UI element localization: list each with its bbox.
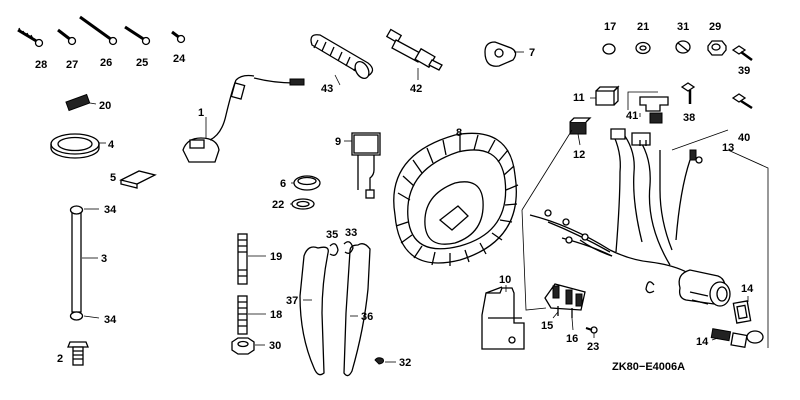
shaft-3 <box>69 205 100 321</box>
callout-27: 27 <box>66 59 78 71</box>
flywheel-8 <box>393 132 519 266</box>
callout-42: 42 <box>410 83 422 95</box>
bolt-38 <box>680 82 696 104</box>
clip-5 <box>119 170 157 189</box>
tube-37 <box>299 246 329 376</box>
callout-13: 13 <box>722 142 734 154</box>
washer-21 <box>635 41 651 55</box>
callout-3: 3 <box>101 253 107 265</box>
callout-35: 35 <box>326 229 338 241</box>
stud-18 <box>237 295 266 335</box>
bolt-39 <box>731 45 753 62</box>
clip-32 <box>374 357 396 365</box>
callout-2: 2 <box>57 353 63 365</box>
screw-25 <box>124 25 151 46</box>
wire-harness-13 <box>529 128 706 294</box>
cap-6 <box>291 175 321 191</box>
callout-31: 31 <box>677 21 689 33</box>
callout-20: 20 <box>99 100 111 112</box>
pulser-coil-1 <box>182 74 305 163</box>
grip-43 <box>310 34 374 86</box>
coil-9 <box>344 132 381 199</box>
switch-15-16 <box>544 283 586 331</box>
callout-41: 41 <box>626 110 638 122</box>
callout-18: 18 <box>270 309 282 321</box>
callout-23: 23 <box>587 341 599 353</box>
washer-31 <box>675 40 691 54</box>
nut-29 <box>707 40 727 56</box>
screw-24 <box>171 30 186 44</box>
tube-36 <box>343 243 371 377</box>
callout-36: 36 <box>361 311 373 323</box>
callout-16: 16 <box>566 333 578 345</box>
stud-19 <box>237 233 266 285</box>
clip-33 <box>343 241 354 254</box>
callout-22: 22 <box>272 199 284 211</box>
callout-39: 39 <box>738 65 750 77</box>
clip-35 <box>329 243 339 256</box>
callout-17: 17 <box>604 21 616 33</box>
fuse-14-lower <box>710 328 748 349</box>
fuse-14-upper <box>732 296 752 324</box>
callout-37: 37 <box>286 295 298 307</box>
nut-34-top <box>69 205 84 215</box>
callout-9: 9 <box>335 136 341 148</box>
washer-17 <box>602 43 616 55</box>
bolt-2 <box>67 341 89 366</box>
callout-19: 19 <box>270 251 282 263</box>
screw-26 <box>79 15 118 46</box>
connector-11 <box>590 85 620 106</box>
clip-20 <box>65 93 97 112</box>
callout-43: 43 <box>321 83 333 95</box>
callout-40: 40 <box>738 132 750 144</box>
callout-6: 6 <box>280 178 286 190</box>
seal-ring-4 <box>50 133 106 159</box>
bolt-40 <box>731 93 753 110</box>
callout-7: 7 <box>529 47 535 59</box>
solenoid <box>678 269 731 307</box>
callout-34-bottom: 34 <box>104 314 117 326</box>
callout-1: 1 <box>198 107 204 119</box>
callout-14-upper: 14 <box>741 283 754 295</box>
diagram-code: ZK80−E4006A <box>612 361 685 373</box>
bracket-10 <box>481 285 525 350</box>
screw-23 <box>585 326 598 338</box>
callout-10: 10 <box>499 274 511 286</box>
callout-8: 8 <box>456 127 462 139</box>
callout-30: 30 <box>269 340 281 352</box>
callout-32: 32 <box>399 357 411 369</box>
ring-22 <box>290 198 315 210</box>
ring-14 <box>746 330 764 344</box>
callout-28: 28 <box>35 59 47 71</box>
plate-7 <box>484 41 524 67</box>
callout-15: 15 <box>541 320 553 332</box>
screw-28 <box>17 27 44 48</box>
screw-27 <box>57 28 77 46</box>
callout-29: 29 <box>709 21 721 33</box>
callout-25: 25 <box>136 57 148 69</box>
callout-26: 26 <box>100 57 112 69</box>
callout-4: 4 <box>108 139 115 151</box>
connector-12 <box>569 117 592 146</box>
callout-5: 5 <box>110 172 116 184</box>
nut-34-bottom <box>69 311 84 321</box>
callout-12: 12 <box>573 149 585 161</box>
callout-34-top: 34 <box>104 204 117 216</box>
callout-38: 38 <box>683 112 695 124</box>
callout-11: 11 <box>573 92 585 104</box>
callout-14-lower: 14 <box>696 336 709 348</box>
callout-33: 33 <box>345 227 357 239</box>
fitting-42 <box>385 28 443 80</box>
callout-24: 24 <box>173 53 186 65</box>
fuse-cover-41 <box>639 96 669 124</box>
callout-21: 21 <box>637 21 649 33</box>
nut-30 <box>231 337 265 355</box>
